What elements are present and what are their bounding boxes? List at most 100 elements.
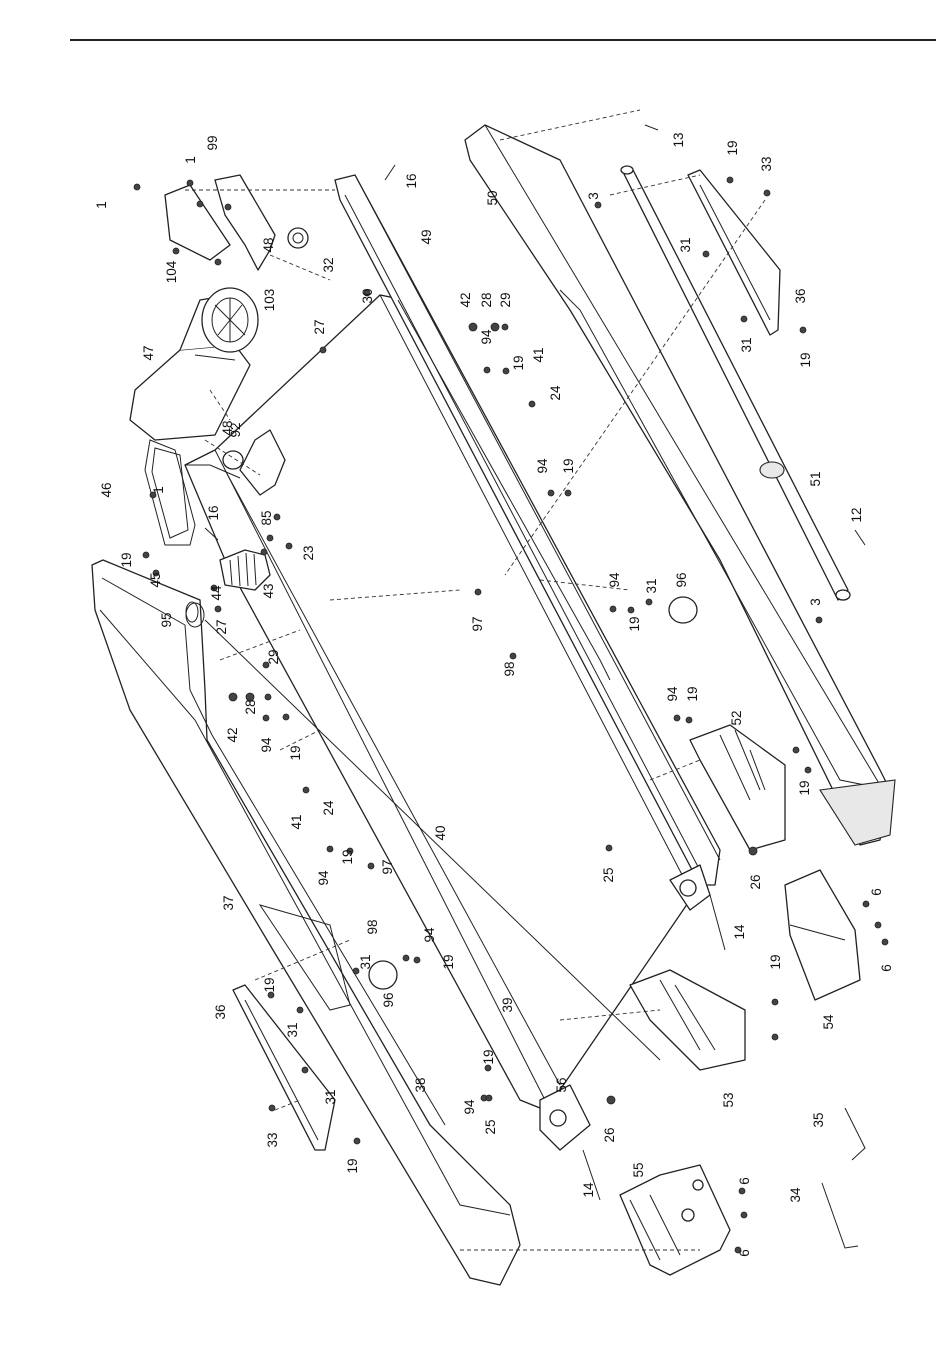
callout-47: 47	[141, 345, 156, 360]
callout-37: 37	[221, 895, 236, 910]
callout-1: 1	[183, 156, 198, 164]
callout-19: 19	[561, 458, 576, 473]
callout-6: 6	[879, 964, 894, 972]
callout-40: 40	[433, 825, 448, 840]
callout-36: 36	[793, 288, 808, 303]
callout-24: 24	[321, 800, 336, 816]
callout-16: 16	[404, 173, 419, 188]
callout-19: 19	[798, 352, 813, 367]
callout-45: 45	[148, 572, 163, 587]
callout-31: 31	[323, 1089, 338, 1104]
callout-19: 19	[345, 1158, 360, 1173]
callout-41: 41	[531, 347, 546, 362]
callout-19: 19	[481, 1049, 496, 1064]
callout-94: 94	[479, 329, 494, 345]
motor-47	[130, 288, 258, 440]
callout-94: 94	[259, 737, 274, 753]
callout-33: 33	[759, 156, 774, 171]
callout-19: 19	[685, 686, 700, 701]
callout-34: 34	[788, 1187, 803, 1203]
callout-54: 54	[821, 1014, 836, 1030]
callout-19: 19	[262, 977, 277, 992]
callout-19: 19	[725, 140, 740, 155]
callout-36: 36	[213, 1004, 228, 1019]
callout-94: 94	[422, 927, 437, 943]
callout-31: 31	[678, 237, 693, 252]
rear-endcap-54	[785, 870, 860, 1000]
callout-23: 23	[301, 545, 316, 560]
callout-98: 98	[502, 661, 517, 676]
callout-43: 43	[261, 583, 276, 598]
callout-12: 12	[849, 507, 864, 522]
callout-3: 3	[586, 192, 601, 200]
callout-94: 94	[535, 458, 550, 474]
callout-97: 97	[380, 859, 395, 874]
callout-6: 6	[737, 1249, 752, 1257]
rear-foot-53	[630, 970, 745, 1070]
callout-3: 3	[808, 598, 823, 606]
callout-27: 27	[312, 319, 327, 334]
callout-19: 19	[119, 552, 134, 567]
callout-31: 31	[644, 578, 659, 593]
callout-94: 94	[462, 1099, 477, 1115]
callout-31: 31	[358, 954, 373, 969]
callout-98: 98	[365, 919, 380, 934]
callout-26: 26	[748, 874, 763, 889]
callout-42: 42	[458, 292, 473, 307]
callout-28: 28	[243, 699, 258, 714]
callout-99: 99	[205, 135, 220, 150]
callout-55: 55	[631, 1162, 646, 1177]
callout-24: 24	[548, 385, 563, 401]
callout-38: 38	[413, 1077, 428, 1092]
callout-49: 49	[419, 229, 434, 244]
callout-13: 13	[671, 132, 686, 147]
rear-endcap-55	[620, 1165, 730, 1275]
callout-85: 85	[259, 510, 274, 525]
callout-44: 44	[209, 585, 224, 601]
callout-35: 35	[811, 1112, 826, 1127]
callout-19: 19	[511, 355, 526, 370]
callout-52: 52	[729, 710, 744, 725]
callout-51: 51	[808, 471, 823, 486]
callout-41: 41	[289, 814, 304, 829]
callout-28: 28	[479, 292, 494, 307]
callout-31: 31	[285, 1022, 300, 1037]
callout-48: 48	[261, 237, 276, 252]
callout-92: 92	[228, 422, 243, 437]
callout-14: 14	[732, 924, 747, 940]
callout-25: 25	[483, 1119, 498, 1134]
callout-94: 94	[607, 572, 622, 588]
callout-94: 94	[665, 686, 680, 702]
callout-29: 29	[498, 292, 513, 307]
callout-46: 46	[99, 482, 114, 497]
callout-6: 6	[869, 888, 884, 896]
callout-19: 19	[797, 780, 812, 795]
callout-96: 96	[674, 572, 689, 587]
callout-19: 19	[340, 849, 355, 864]
callout-50: 50	[485, 190, 500, 205]
callout-104: 104	[164, 260, 179, 283]
pulley-48	[288, 228, 308, 248]
callout-33: 33	[265, 1132, 280, 1147]
callout-97: 97	[470, 616, 485, 631]
callout-32: 32	[321, 257, 336, 272]
motor-bracket-103	[215, 175, 275, 270]
callout-103: 103	[262, 289, 277, 312]
callout-25: 25	[601, 867, 616, 882]
callout-16: 16	[206, 505, 221, 520]
callout-27: 27	[214, 619, 229, 634]
callout-14: 14	[581, 1182, 596, 1198]
callout-26: 26	[602, 1127, 617, 1142]
callout-94: 94	[316, 870, 331, 886]
hex-key-35	[845, 1108, 865, 1160]
callout-39: 39	[500, 997, 515, 1012]
callout-29: 29	[266, 649, 281, 664]
callout-96: 96	[381, 992, 396, 1007]
callout-1: 1	[151, 486, 166, 494]
hex-key-34	[822, 1183, 858, 1248]
callout-19: 19	[441, 954, 456, 969]
callout-56: 56	[554, 1077, 569, 1092]
callout-19: 19	[627, 616, 642, 631]
